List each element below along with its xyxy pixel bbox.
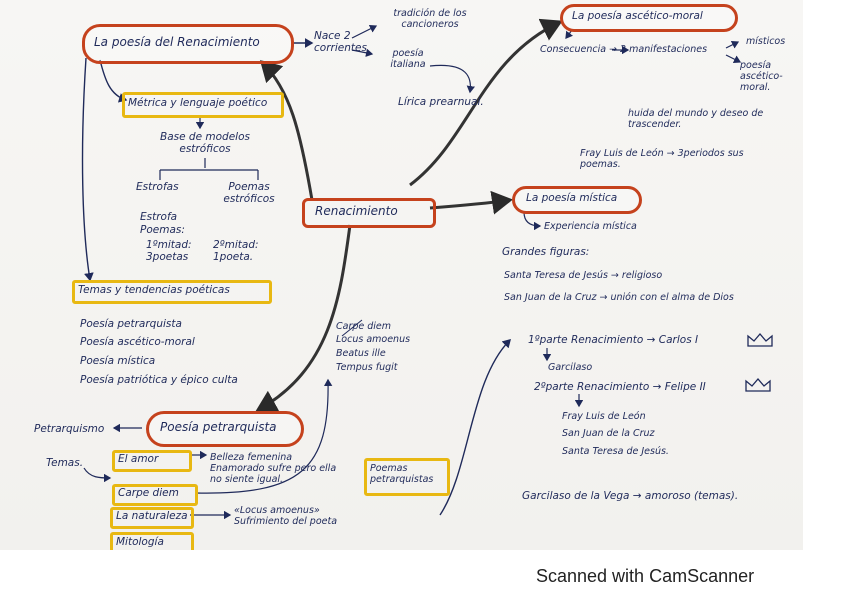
amor-description: Belleza femenina Enamorado sufre pero el… <box>210 452 337 485</box>
tradicion-label: tradición de los cancioneros <box>393 8 467 30</box>
poemas-petrarquistas-label: Poemas petrarquistas <box>370 463 434 485</box>
huida-label: huida del mundo y deseo de trascender. <box>628 108 764 130</box>
san-juan-label: San Juan de la Cruz → unión con el alma … <box>504 292 734 303</box>
temas-tendencias-box <box>72 280 272 304</box>
poesia-italiana-label: poesía italiana <box>390 48 426 70</box>
poemas-item: Poemas: <box>140 224 185 236</box>
consecuencia-label: Consecuencia → 2 manifestaciones <box>540 44 708 55</box>
petrarquismo-label: Petrarquismo <box>34 423 105 435</box>
scanned-mindmap-sheet: La poesía del Renacimiento Nace 2 corrie… <box>0 0 803 550</box>
grandes-figuras-label: Grandes figuras: <box>502 246 590 258</box>
topico-item: Tempus fugit <box>336 362 398 373</box>
renacimiento-box <box>302 198 436 228</box>
metrica-box <box>122 92 284 118</box>
fray-luis-label: Fray Luis de León → 3periodos sus poemas… <box>580 148 744 170</box>
segunda-parte-item: Fray Luis de León <box>562 411 646 422</box>
temas-item: Mitología <box>116 536 164 548</box>
temas-item: El amor <box>118 453 159 465</box>
tendencia-item: Poesía petrarquista <box>80 318 182 330</box>
estrofas-label: Estrofas <box>136 181 179 193</box>
poesia-ascetico-label: poesía ascético-moral. <box>740 60 783 93</box>
temas-tendencias-label: Temas y tendencias poéticas <box>78 284 230 296</box>
experiencia-label: Experiencia mística <box>544 221 637 232</box>
temas-item: Carpe diem <box>118 487 179 499</box>
primera-parte-label: 1ºparte Renacimiento → Carlos I <box>528 334 699 346</box>
segunda-parte-item: Santa Teresa de Jesús. <box>562 446 669 457</box>
segunda-mitad-label: 2ºmitad: 1poeta. <box>213 239 259 263</box>
tendencia-item: Poesía patriótica y épico culta <box>80 374 238 386</box>
nace-label: Nace 2 corrientes <box>314 30 367 54</box>
segunda-parte-item: San Juan de la Cruz <box>562 428 655 439</box>
ascetico-title: La poesía ascético-moral <box>572 10 703 22</box>
lirica-label: Lírica prearnual. <box>398 96 484 108</box>
santa-teresa-label: Santa Teresa de Jesús → religioso <box>504 270 663 281</box>
primera-mitad-label: 1ºmitad: 3poetas <box>146 239 192 263</box>
segunda-parte-label: 2ºparte Renacimiento → Felipe II <box>534 381 706 393</box>
naturaleza-box <box>110 507 194 529</box>
tendencia-item: Poesía mística <box>80 355 156 367</box>
camscanner-footer: Scanned with CamScanner <box>536 566 755 586</box>
carpe-box <box>112 484 198 506</box>
temas-label: Temas. <box>46 457 84 469</box>
metrica-label: Métrica y lenguaje poético <box>128 97 268 109</box>
renaissance-poetry-title: La poesía del Renacimiento <box>94 35 260 49</box>
poemas-estroficos-label: Poemas estróficos <box>223 181 275 205</box>
amor-box <box>112 450 192 472</box>
base-label: Base de modelos estróficos <box>160 131 250 155</box>
renacimiento-label: Renacimiento <box>315 204 398 218</box>
petrarquista-cloud <box>146 411 304 447</box>
crown-icon <box>745 378 771 392</box>
garcilaso-item: Garcilaso <box>548 362 593 373</box>
misticos-label: místicos <box>746 36 786 47</box>
topico-item: Beatus ille <box>336 348 386 359</box>
temas-item: La naturaleza <box>116 510 188 522</box>
petrarquista-title: Poesía petrarquista <box>160 420 277 434</box>
mitologia-box <box>110 532 194 550</box>
estrofa-item: Estrofa <box>140 211 178 223</box>
renaissance-poetry-cloud <box>82 24 294 64</box>
mistica-cloud <box>512 186 642 214</box>
topico-item: Locus amoenus <box>336 334 411 345</box>
poemas-petrarquistas-box <box>364 458 450 496</box>
mistica-title: La poesía mística <box>526 192 618 204</box>
topico-item: Carpe diem <box>336 321 392 332</box>
crown-icon <box>747 333 773 347</box>
garcilaso-vega-label: Garcilaso de la Vega → amoroso (temas). <box>522 490 739 502</box>
naturaleza-description: «Locus amoenus» Sufrimiento del poeta <box>234 505 338 527</box>
ascetico-cloud <box>560 4 738 32</box>
tendencia-item: Poesía ascético-moral <box>80 336 195 348</box>
